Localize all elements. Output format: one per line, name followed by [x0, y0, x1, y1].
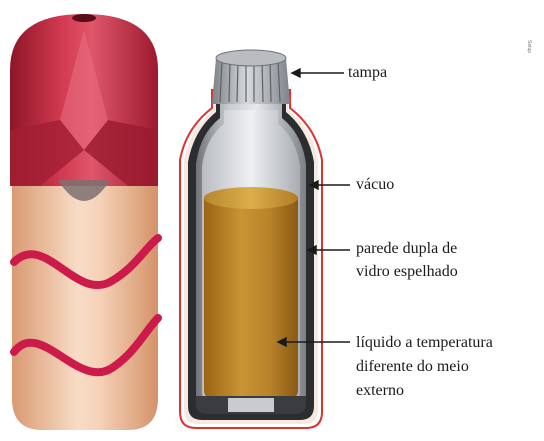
lid-top — [216, 50, 286, 66]
liquid-surface — [204, 187, 298, 209]
label-liquido-line2: diferente do meio — [356, 357, 469, 377]
base-foot — [228, 398, 274, 412]
label-parede-line1: parede dupla de — [356, 239, 457, 259]
label-tampa: tampa — [348, 63, 387, 83]
image-credit: Setup — [526, 40, 532, 53]
label-parede-line2: vidro espelhado — [356, 262, 458, 282]
closed-thermos — [10, 14, 158, 430]
label-vacuo: vácuo — [356, 175, 394, 195]
cutaway-thermos — [180, 50, 322, 428]
cap-top-hole — [72, 14, 96, 22]
arrow-tampa — [292, 69, 300, 77]
label-liquido-line3: externo — [356, 381, 404, 401]
label-liquido-line1: líquido a temperatura — [356, 333, 493, 353]
thermos-body — [12, 176, 158, 430]
liquid — [204, 198, 298, 398]
